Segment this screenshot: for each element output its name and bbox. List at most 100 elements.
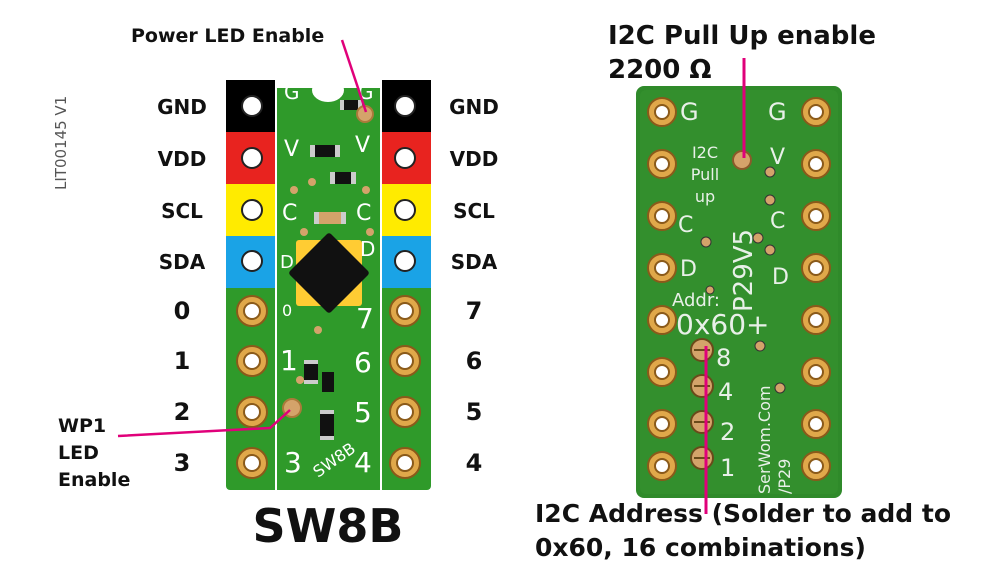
- pin-hole: [243, 352, 261, 370]
- r-silk-pull-1: I2C: [692, 143, 718, 162]
- pin-hole: [808, 458, 824, 474]
- silk-c-right: C: [356, 201, 371, 226]
- pin-hole: [808, 208, 824, 224]
- left-pin-label: GND: [157, 95, 207, 119]
- r-silk-url-2: /P29: [775, 459, 794, 494]
- left-pin-label: 2: [174, 398, 191, 426]
- silk-num-6: 6: [354, 346, 372, 379]
- r-silk-v: V: [770, 145, 785, 170]
- callout-pullup-line2: 2200 Ω: [608, 55, 712, 85]
- ic-chip: [289, 233, 369, 313]
- vias: [700, 166, 786, 394]
- board-title: SW8B: [253, 499, 404, 553]
- left-pin-label: 1: [174, 347, 191, 375]
- left-pin-label: SCL: [161, 199, 203, 223]
- pin-hole: [396, 454, 414, 472]
- pin-hole: [394, 95, 416, 117]
- pin-hole: [654, 208, 670, 224]
- r-silk-d-right: D: [772, 265, 789, 290]
- pin-hole: [396, 352, 414, 370]
- r-silk-part: P29V5: [729, 229, 759, 312]
- pin-hole: [394, 147, 416, 169]
- r-silk-bit-4: 4: [718, 378, 733, 406]
- right-pcb-inner: [640, 90, 838, 494]
- callout-address-line2: 0x60, 16 combinations): [535, 533, 866, 562]
- pin-hole: [808, 104, 824, 120]
- silk-num-3: 3: [284, 446, 302, 479]
- pin-hole: [654, 312, 670, 328]
- r-silk-bit-2: 2: [720, 418, 735, 446]
- right-board: G G I2C Pull up V C C D D P29V5 Addr: 0x…: [535, 21, 951, 562]
- pin-hole: [241, 250, 263, 272]
- r-silk-c-right: C: [770, 209, 785, 234]
- pin-hole: [241, 199, 263, 221]
- left-pin-label: 0: [174, 297, 191, 325]
- pin-hole: [243, 454, 261, 472]
- left-pin-label: 3: [174, 449, 191, 477]
- callout-line-wp1: [117, 409, 291, 438]
- pin-hole: [654, 364, 670, 380]
- right-pin-label: 5: [466, 398, 483, 426]
- left-board: G G V V C C D D 0 1 3 7 6 5 4 SW8B GNDVD…: [58, 25, 499, 553]
- left-pin-label: VDD: [158, 147, 207, 171]
- right-pin-label: 6: [466, 347, 483, 375]
- silk-num-0: 0: [282, 301, 292, 320]
- pin-hole: [241, 95, 263, 117]
- right-pin-label: GND: [449, 95, 499, 119]
- pin-hole: [654, 104, 670, 120]
- smd-components: [290, 100, 374, 440]
- right-pin-label: 7: [466, 297, 483, 325]
- silk-v-left: V: [284, 137, 299, 162]
- r-silk-addr-value: 0x60+: [676, 308, 769, 341]
- right-pin-label: SCL: [453, 199, 495, 223]
- pin-hole: [654, 156, 670, 172]
- silk-num-4: 4: [354, 446, 372, 479]
- pin-hole: [808, 312, 824, 328]
- callout-address-line1: I2C Address (Solder to add to: [535, 499, 951, 528]
- pin-hole: [808, 156, 824, 172]
- r-silk-c-left: C: [678, 213, 693, 238]
- pin-hole: [654, 416, 670, 432]
- left-pin-holes: [236, 95, 268, 479]
- pin-hole: [396, 403, 414, 421]
- pin-hole: [808, 364, 824, 380]
- pin-hole: [241, 147, 263, 169]
- right-pin-holes: [389, 95, 421, 479]
- r-silk-g-right: G: [768, 98, 787, 126]
- r-silk-bit-8: 8: [716, 344, 731, 372]
- r-silk-pull-3: up: [695, 187, 715, 206]
- left-pin-labels: GND VDD SCL SDA 0 1 2 3: [157, 95, 207, 477]
- right-board-holes: [647, 97, 831, 481]
- right-pin-label: 4: [466, 449, 483, 477]
- right-pin-label: SDA: [451, 250, 498, 274]
- pin-hole: [243, 403, 261, 421]
- right-pin-label: VDD: [450, 147, 499, 171]
- r-silk-bit-1: 1: [720, 454, 735, 482]
- pin-hole: [394, 199, 416, 221]
- left-pin-label: SDA: [159, 250, 206, 274]
- top-notch: [312, 78, 344, 102]
- pin-hole: [808, 260, 824, 276]
- silk-num-7: 7: [356, 302, 374, 335]
- callout-wp1-line3: Enable: [58, 469, 130, 491]
- pin-hole: [654, 458, 670, 474]
- silk-g-left: G: [284, 80, 300, 104]
- r-silk-g-left: G: [680, 98, 699, 126]
- r-silk-url-1: SerWom.Com: [755, 386, 774, 494]
- r-silk-d-left: D: [680, 257, 697, 282]
- pin-hole: [808, 416, 824, 432]
- silk-num-1: 1: [280, 344, 298, 377]
- r-silk-pull-2: Pull: [691, 165, 719, 184]
- silk-num-5: 5: [354, 396, 372, 429]
- silk-d-right: D: [360, 237, 375, 261]
- pin-hole: [396, 302, 414, 320]
- pin-hole: [654, 260, 670, 276]
- callout-wp1-line2: LED: [58, 442, 99, 464]
- silk-v-right: V: [355, 133, 370, 158]
- pin-hole: [394, 250, 416, 272]
- right-pin-labels: GND VDD SCL SDA 7 6 5 4: [449, 95, 499, 477]
- pin-hole: [243, 302, 261, 320]
- callout-pullup-line1: I2C Pull Up enable: [608, 21, 876, 51]
